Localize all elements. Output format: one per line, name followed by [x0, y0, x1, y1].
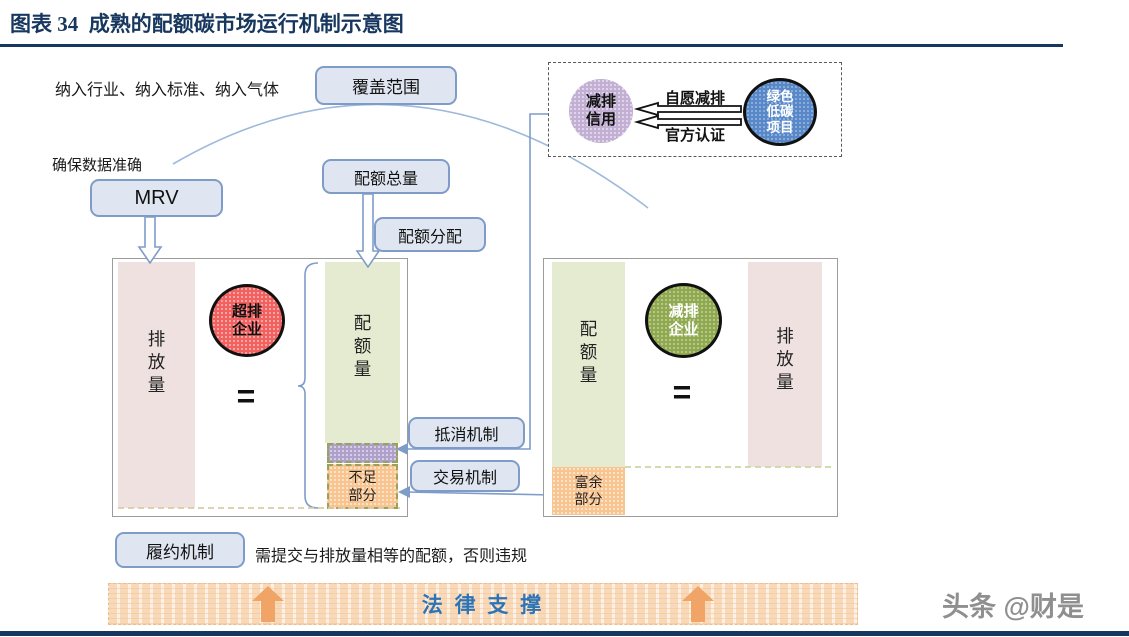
coverage-label: 覆盖范围 [352, 78, 420, 97]
surplus-section: 富余 部分 [552, 467, 625, 515]
left-emission-bar [118, 262, 195, 508]
trade-mechanism-label: 交易机制 [432, 470, 497, 487]
mrv-down-arrow-icon [137, 216, 163, 265]
compliance-mechanism-label: 履约机制 [146, 542, 214, 562]
left-equals-sign: = [236, 378, 256, 414]
green-project-circle: 绿色 低碳 项目 [743, 78, 817, 146]
right-quota-label: 配 额 量 [579, 319, 598, 386]
voluntary-reduction-label: 自愿减排 [664, 90, 725, 107]
quota-allocation-box: 配额分配 [374, 217, 486, 252]
right-emission-label: 排 放 量 [776, 326, 794, 393]
green-project-label: 绿色 低碳 项目 [766, 88, 794, 135]
left-quota-label: 配 额 量 [353, 313, 372, 380]
right-emission-bar [748, 262, 822, 467]
legal-support-label: 法 律 支 撑 [421, 594, 545, 617]
shortfall-section: 不足 部分 [327, 464, 398, 509]
reducer-circle: 减排 企业 [645, 283, 722, 358]
figure-title: 图表 34 成熟的配额碳市场运行机制示意图 [10, 12, 404, 36]
coverage-box: 覆盖范围 [315, 66, 457, 105]
offset-mechanism-box: 抵消机制 [408, 417, 525, 449]
over-emitter-circle: 超排 企业 [209, 284, 285, 357]
left-quota-bar [325, 262, 400, 443]
watermark: 头条 @财是 [942, 592, 1084, 622]
compliance-mechanism-box: 履约机制 [115, 532, 245, 568]
mrv-note: 确保数据准确 [52, 157, 143, 174]
trade-mechanism-box: 交易机制 [410, 460, 520, 492]
quota-allocation-label: 配额分配 [397, 228, 462, 246]
reducer-label: 减排 企业 [668, 302, 699, 338]
page-bottom-rule [0, 631, 1129, 636]
title-underline [0, 44, 1063, 47]
quota-total-box: 配额总量 [322, 159, 450, 194]
quota-total-label: 配额总量 [353, 170, 418, 188]
compliance-note: 需提交与排放量相等的配额，否则违规 [255, 548, 528, 565]
mrv-label: MRV [134, 186, 179, 209]
trade-connector-line [405, 491, 554, 496]
offset-mechanism-label: 抵消机制 [434, 427, 499, 444]
shortfall-label: 不足 部分 [348, 469, 377, 503]
official-certification-label: 官方认证 [664, 127, 725, 144]
coverage-note: 纳入行业、纳入标准、纳入气体 [55, 82, 280, 99]
surplus-label: 富余 部分 [574, 473, 603, 508]
mrv-box: MRV [90, 179, 223, 217]
legal-support-bar: 法 律 支 撑 [108, 583, 858, 625]
credit-circle: 减排 信用 [569, 79, 633, 143]
offset-credit-band [327, 443, 398, 463]
over-emitter-label: 超排 企业 [231, 302, 262, 338]
left-emission-label: 排 放 量 [147, 329, 166, 396]
credit-circle-label: 减排 信用 [585, 93, 616, 128]
right-equals-sign: = [672, 374, 692, 410]
